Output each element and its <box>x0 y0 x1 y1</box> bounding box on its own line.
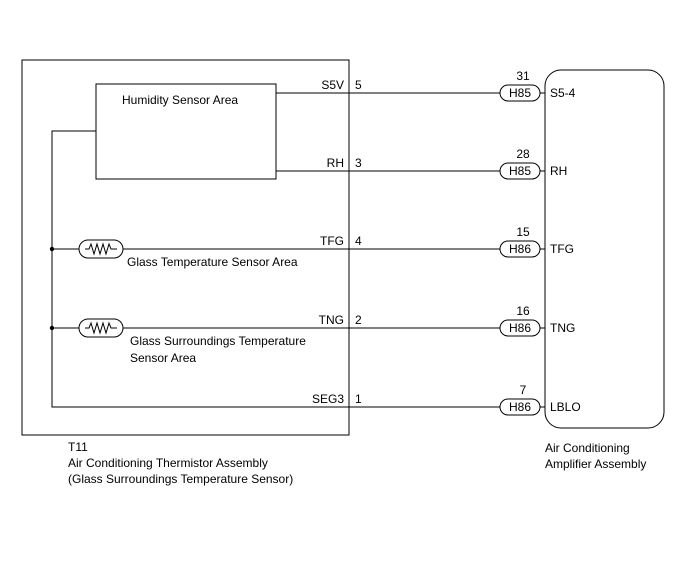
amplifier-pin-number: 15 <box>516 225 530 239</box>
connector-pill <box>499 162 541 180</box>
thermistor-assembly-box <box>21 59 350 436</box>
connector-pill <box>499 398 541 416</box>
amplifier-pin-number: 7 <box>520 383 527 397</box>
pin-number: 4 <box>355 234 362 248</box>
connector-code: H86 <box>509 321 531 335</box>
amplifier-pin-number: 16 <box>516 304 530 318</box>
thermistor-resistor-icon <box>78 239 124 259</box>
amplifier-pin-number: 28 <box>516 147 530 161</box>
pin-number: 2 <box>355 313 362 327</box>
connector-pill <box>499 319 541 337</box>
common-ground-wire <box>51 130 349 408</box>
amplifier-terminal: TNG <box>550 321 575 335</box>
amplifier-name-line2: Amplifier Assembly <box>545 457 646 471</box>
humidity-sensor-label: Humidity Sensor Area <box>122 93 238 107</box>
connector-code: H86 <box>509 242 531 256</box>
amplifier-terminal: LBLO <box>550 400 581 414</box>
amplifier-pin-number: 31 <box>516 69 530 83</box>
connector-pill <box>499 240 541 258</box>
glass-surround-sensor-label-line1: Glass Surroundings Temperature <box>130 334 306 348</box>
signal-label: SEG3 <box>312 392 344 406</box>
glass-surround-sensor-label-line2: Sensor Area <box>130 351 196 365</box>
thermistor-code: T11 <box>68 440 88 454</box>
pin-number: 1 <box>355 392 362 406</box>
amplifier-terminal: S5-4 <box>550 86 576 100</box>
pin-number: 5 <box>355 78 362 92</box>
glass-temp-sensor-label: Glass Temperature Sensor Area <box>127 255 298 269</box>
connector-code: H85 <box>509 164 531 178</box>
connector-code: H85 <box>509 86 531 100</box>
thermistor-resistor-icon <box>78 318 124 338</box>
pin-number: 3 <box>355 156 362 170</box>
signal-label: TNG <box>319 313 344 327</box>
signal-label: TFG <box>320 234 344 248</box>
signal-label: RH <box>327 156 344 170</box>
signal-label: S5V <box>321 78 344 92</box>
amplifier-name-line1: Air Conditioning <box>545 441 630 455</box>
amplifier-terminal: TFG <box>550 242 574 256</box>
thermistor-name: Air Conditioning Thermistor Assembly <box>68 456 268 470</box>
thermistor-subtitle: (Glass Surroundings Temperature Sensor) <box>68 472 293 486</box>
amplifier-terminal: RH <box>550 164 567 178</box>
connector-pill <box>499 84 541 102</box>
connector-code: H86 <box>509 400 531 414</box>
